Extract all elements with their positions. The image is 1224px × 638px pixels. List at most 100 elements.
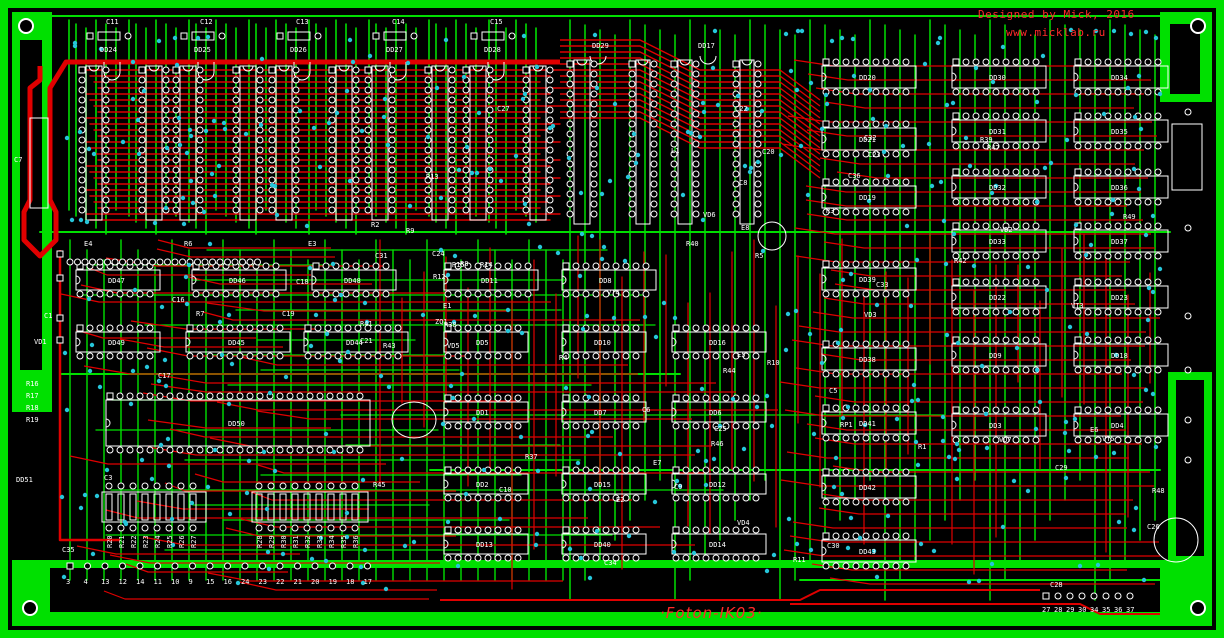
- via: [867, 87, 873, 93]
- pad: [1114, 406, 1122, 414]
- pad: [256, 156, 264, 164]
- via: [1073, 222, 1079, 228]
- pad: [692, 526, 700, 534]
- red-trace: [560, 117, 821, 179]
- pad: [1154, 142, 1162, 150]
- pad: [226, 324, 234, 332]
- pad: [1094, 336, 1102, 344]
- power-rail: [21, 59, 560, 259]
- capacitor-outline: [287, 31, 311, 41]
- via: [1131, 527, 1137, 533]
- pad: [1184, 416, 1192, 424]
- pad: [206, 324, 214, 332]
- pad: [822, 208, 830, 216]
- pad: [196, 176, 204, 184]
- via: [451, 319, 457, 325]
- pad: [692, 324, 700, 332]
- pad: [1104, 112, 1112, 120]
- chip-notch: [821, 482, 827, 492]
- pad: [196, 96, 204, 104]
- pad: [138, 186, 146, 194]
- pad: [424, 106, 432, 114]
- pad: [612, 394, 620, 402]
- pad: [642, 262, 650, 270]
- component-label: C23: [868, 151, 881, 159]
- pad: [84, 562, 91, 570]
- via: [794, 87, 800, 93]
- pad: [172, 156, 180, 164]
- pad: [1114, 58, 1122, 66]
- component-label: DD42: [859, 484, 876, 492]
- chip-notch: [576, 59, 588, 66]
- via: [555, 250, 561, 256]
- chip-notch: [472, 65, 484, 72]
- pad: [196, 116, 204, 124]
- pad: [424, 166, 432, 174]
- pad: [102, 136, 110, 144]
- chip-notch: [821, 192, 827, 202]
- via: [1150, 213, 1156, 219]
- red-trace: [560, 99, 821, 161]
- via: [1125, 85, 1131, 91]
- mounting-hole-tr: [1190, 18, 1206, 34]
- pad: [1032, 142, 1040, 150]
- pad: [388, 156, 396, 164]
- pad: [486, 196, 494, 204]
- pad: [116, 352, 124, 360]
- pad: [962, 406, 970, 414]
- pad: [364, 196, 372, 204]
- via: [744, 106, 750, 112]
- via: [226, 312, 232, 318]
- pad: [722, 554, 730, 562]
- pad: [1022, 222, 1030, 230]
- via: [1088, 242, 1094, 248]
- chip-notch: [699, 55, 717, 65]
- via: [589, 233, 595, 239]
- pad: [232, 76, 240, 84]
- pad: [972, 278, 980, 286]
- pad: [992, 406, 1000, 414]
- pad: [232, 96, 240, 104]
- pad: [852, 562, 860, 570]
- pad: [962, 222, 970, 230]
- pad: [352, 206, 360, 214]
- via: [940, 438, 946, 444]
- via: [786, 516, 792, 522]
- pad: [752, 494, 760, 502]
- via: [1063, 475, 1069, 481]
- chip-notch: [487, 62, 505, 81]
- chip-notch: [951, 236, 957, 246]
- via: [833, 455, 839, 461]
- pad: [149, 258, 156, 266]
- via: [211, 118, 217, 124]
- pad: [1144, 222, 1152, 230]
- pad: [462, 176, 470, 184]
- component-label: R17: [26, 392, 39, 400]
- via: [463, 491, 469, 497]
- pad: [872, 370, 880, 378]
- resistor-outline: [177, 493, 185, 521]
- pad: [448, 166, 456, 174]
- pad: [632, 394, 640, 402]
- via: [1025, 264, 1031, 270]
- pad: [882, 178, 890, 186]
- chip-notch: [679, 59, 691, 66]
- via: [976, 578, 982, 584]
- pad: [822, 562, 830, 570]
- pad: [470, 32, 478, 40]
- pad: [1002, 88, 1010, 96]
- red-trace: [157, 239, 331, 249]
- via: [894, 416, 900, 422]
- pad: [1012, 88, 1020, 96]
- component-label: R23: [142, 535, 150, 548]
- pad: [952, 58, 960, 66]
- pad: [982, 336, 990, 344]
- pad: [486, 66, 494, 74]
- pad: [1074, 168, 1082, 176]
- pad: [462, 186, 470, 194]
- pad: [388, 186, 396, 194]
- component-label: C18: [296, 278, 309, 286]
- silkscreen-layer: [29, 31, 1203, 563]
- via: [585, 433, 591, 439]
- pad: [632, 290, 640, 298]
